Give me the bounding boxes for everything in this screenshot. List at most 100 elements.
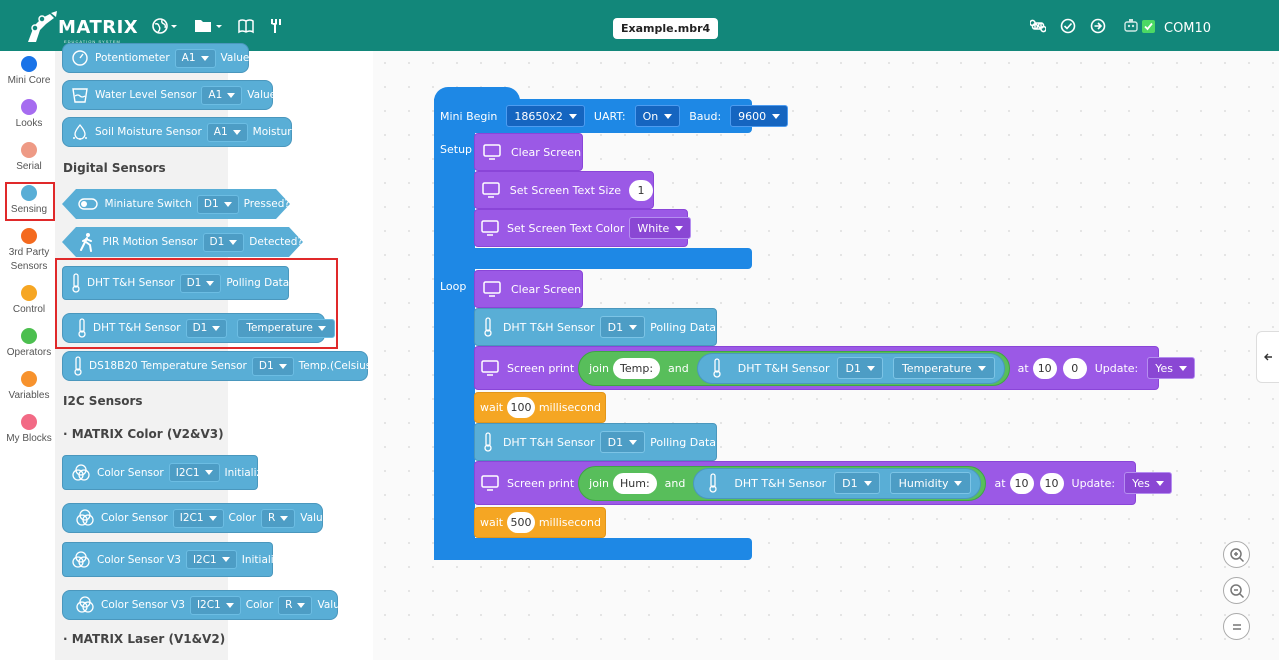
category-serial[interactable]: Serial [0, 142, 58, 174]
side-panel-toggle[interactable] [1256, 331, 1279, 383]
block-suffix: Value [317, 599, 347, 611]
block-mini-begin[interactable]: Mini Begin 18650x2 UART: On Baud: 9600 [434, 99, 789, 133]
block-clear-screen[interactable]: Clear Screen [474, 133, 583, 171]
category-mini-core[interactable]: Mini Core [0, 56, 58, 88]
wait-input[interactable]: 500 [507, 512, 535, 533]
monitor-icon [481, 472, 499, 494]
dht-read-reporter[interactable]: DHT T&H Sensor D1 Humidity [693, 467, 982, 499]
port-dropdown[interactable]: D1 [185, 318, 228, 338]
block-pir-motion-sensor[interactable]: PIR Motion Sensor D1 Detected? [62, 227, 303, 257]
block-set-text-size[interactable]: Set Screen Text Size 1 [474, 171, 654, 209]
channel-dropdown[interactable]: R [278, 595, 313, 615]
block-wait-500[interactable]: wait 500 millisecond [474, 507, 606, 538]
mode-dropdown[interactable]: Temperature [237, 318, 335, 338]
text-color-dropdown[interactable]: White [629, 217, 692, 239]
y-input[interactable]: 10 [1039, 472, 1064, 494]
block-color-sensor-init[interactable]: Color Sensor I2C1 Initialize [62, 455, 269, 490]
walking-person-icon [78, 231, 97, 253]
port-dropdown[interactable]: D1 [599, 316, 646, 338]
dht-read-reporter[interactable]: DHT T&H Sensor D1 Temperature [696, 352, 1005, 384]
port-dropdown[interactable]: I2C1 [185, 550, 237, 569]
block-color-sensor-v3-init[interactable]: Color Sensor V3 I2C1 Initialize [62, 542, 286, 577]
zoom-reset-button[interactable] [1223, 613, 1250, 640]
wait-input[interactable]: 100 [507, 397, 535, 418]
update-dropdown[interactable]: Yes [1124, 472, 1172, 494]
port-dropdown[interactable]: D1 [837, 357, 883, 379]
block-miniature-switch[interactable]: Miniature Switch D1 Pressed? [62, 189, 290, 219]
port-dropdown[interactable]: D1 [179, 273, 222, 293]
block-clear-screen-loop[interactable]: Clear Screen [474, 270, 583, 308]
category-my-blocks[interactable]: My Blocks [0, 414, 58, 446]
port-dropdown[interactable]: I2C1 [172, 508, 224, 528]
battery-dropdown[interactable]: 18650x2 [506, 105, 585, 127]
port-dropdown[interactable]: D1 [599, 431, 646, 453]
x-input[interactable]: 10 [1009, 472, 1034, 494]
verify-button[interactable] [1060, 16, 1076, 36]
category-control[interactable]: Control [0, 285, 58, 317]
monitor-icon [481, 179, 502, 201]
join-text-input[interactable]: Hum: [613, 472, 657, 494]
port-dropdown[interactable]: A1 [201, 85, 243, 105]
tutorial-button[interactable] [238, 16, 254, 36]
block-color-sensor-v3-read[interactable]: Color Sensor V3 I2C1 Color R Value [62, 590, 346, 620]
block-dht-polling-1[interactable]: DHT T&H Sensor D1 Polling Data [474, 308, 717, 346]
block-potentiometer[interactable]: Potentiometer A1 Value [62, 43, 249, 73]
port-dropdown[interactable]: A1 [206, 122, 248, 142]
channel-dropdown[interactable]: R [260, 508, 296, 528]
file-title[interactable]: Example.mbr4 [613, 18, 719, 39]
zoom-out-button[interactable] [1223, 577, 1250, 604]
wait-label: wait [480, 401, 504, 414]
water-level-icon [71, 84, 89, 106]
zoom-in-button[interactable] [1223, 541, 1250, 568]
mode-dropdown[interactable]: Humidity [889, 472, 972, 494]
update-dropdown[interactable]: Yes [1147, 357, 1195, 379]
block-screen-print-hum[interactable]: Screen print join Hum: and DHT T&H Senso… [474, 461, 1172, 505]
block-screen-print-temp[interactable]: Screen print join Temp: and DHT T&H Sens… [474, 346, 1195, 390]
port-dropdown[interactable]: I2C1 [168, 463, 220, 482]
port-dropdown[interactable]: I2C1 [189, 595, 241, 615]
baud-dropdown[interactable]: 9600 [730, 105, 789, 127]
upload-button[interactable] [1090, 16, 1106, 36]
block-water-level-sensor[interactable]: Water Level Sensor A1 Value [62, 80, 276, 110]
join-block[interactable]: join Temp: and DHT T&H Sensor D1 Tempera… [578, 350, 1010, 386]
port-dropdown[interactable]: D1 [197, 195, 239, 214]
port-dropdown[interactable]: D1 [251, 356, 294, 376]
block-dht-polling-data[interactable]: DHT T&H Sensor D1 Polling Data [62, 266, 289, 300]
block-dht-read[interactable]: DHT T&H Sensor D1 Temperature [62, 313, 335, 343]
join-text-input[interactable]: Temp: [613, 357, 661, 379]
block-label: DS18B20 Temperature Sensor [89, 360, 247, 372]
category-looks[interactable]: Looks [0, 99, 58, 131]
shortcut-button[interactable] [1030, 16, 1046, 36]
category-sensing[interactable]: Sensing [0, 185, 58, 217]
uart-label: UART: [593, 109, 626, 123]
x-input[interactable]: 10 [1032, 357, 1057, 379]
category-3rd-party-sensors[interactable]: 3rd Party Sensors [0, 228, 58, 274]
uart-dropdown[interactable]: On [634, 105, 681, 127]
join-block[interactable]: join Hum: and DHT T&H Sensor D1 Humidity [578, 465, 987, 501]
check-circle-icon [1060, 18, 1076, 34]
mode-dropdown[interactable]: Temperature [892, 357, 995, 379]
block-set-text-color[interactable]: Set Screen Text Color White [474, 209, 692, 247]
port-dropdown[interactable]: D1 [203, 233, 245, 252]
port-dropdown[interactable]: A1 [174, 48, 216, 68]
thermometer-icon [706, 357, 728, 379]
block-label: Color Sensor [97, 466, 164, 479]
loop-label: Loop [440, 280, 467, 293]
sensor-label: DHT T&H Sensor [737, 361, 830, 375]
tools-button[interactable] [270, 16, 282, 36]
globe-icon [152, 18, 177, 34]
block-wait-100[interactable]: wait 100 millisecond [474, 392, 606, 423]
block-color-sensor-read[interactable]: Color Sensor I2C1 Color R Value [62, 503, 329, 533]
file-menu[interactable] [194, 16, 224, 36]
device-status[interactable] [1124, 16, 1160, 36]
port-label[interactable]: COM10 [1164, 21, 1212, 36]
block-dht-polling-2[interactable]: DHT T&H Sensor D1 Polling Data [474, 423, 717, 461]
port-dropdown[interactable]: D1 [834, 472, 880, 494]
category-operators[interactable]: Operators [0, 328, 58, 360]
text-size-input[interactable]: 1 [629, 179, 653, 201]
language-menu[interactable] [152, 16, 178, 36]
block-soil-moisture-sensor[interactable]: Soil Moisture Sensor A1 Moisture [62, 117, 298, 147]
y-input[interactable]: 0 [1062, 357, 1087, 379]
category-variables[interactable]: Variables [0, 371, 58, 403]
block-ds18b20[interactable]: DS18B20 Temperature Sensor D1 Temp.(Cels… [62, 351, 375, 381]
